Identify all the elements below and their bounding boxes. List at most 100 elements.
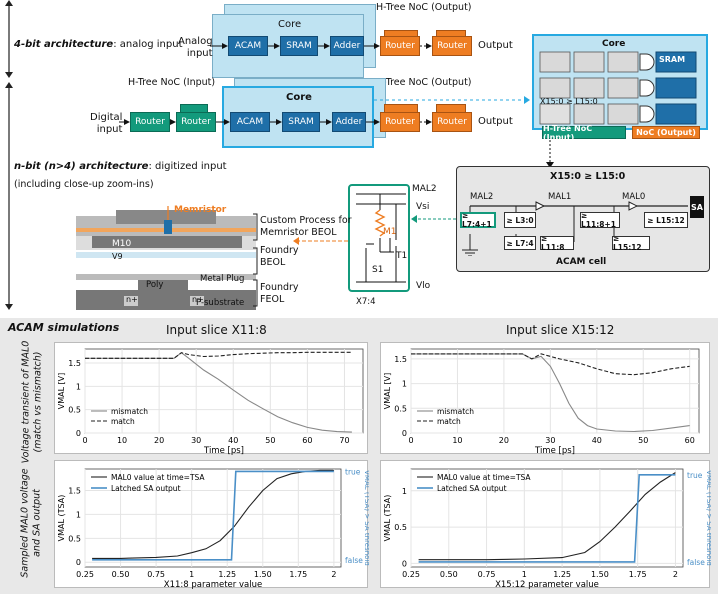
circuit-to-process-arrow (293, 237, 348, 245)
x-tick-label: 60 (685, 436, 695, 445)
zoom-cell (607, 51, 639, 73)
zoom-cell (573, 51, 605, 73)
circuit-schematic (356, 193, 406, 283)
legend-label: match (437, 417, 461, 426)
archN-router-out-2: Router (432, 112, 472, 132)
process-m10: M10 (112, 239, 132, 249)
y-tick-label: 1 (402, 487, 407, 496)
zoom-cell (539, 51, 571, 73)
y-tick-label: 0 (402, 429, 407, 438)
arch4-arrows (210, 43, 432, 49)
sim-title: ACAM simulations (8, 321, 120, 334)
acam-cmp-3: ≥ L11:8+1 (580, 211, 620, 229)
y-tick-label: 1 (402, 380, 407, 389)
archN-noc-out-label: H-Tree NoC (Output) (376, 77, 472, 88)
right-axis-label: VMAL (TSA) > SA threshold (363, 470, 369, 566)
x-tick-label: 0 (408, 436, 413, 445)
x-tick-label: 30 (191, 436, 201, 445)
y-tick-label: 0 (76, 429, 81, 438)
legend-label: MAL0 value at time=TSA (111, 473, 205, 482)
x-tick-label: 1.25 (553, 570, 571, 579)
y-axis-label: VMAL [V] (57, 373, 66, 410)
acam-title: X15:0 ≥ L15:0 (550, 171, 626, 182)
series-line-0 (418, 472, 676, 561)
legend-label: Latched SA output (437, 484, 507, 493)
process-braces (253, 213, 258, 307)
right-label-true: true (345, 467, 361, 476)
y-tick-label: 1 (76, 382, 81, 391)
series-line-0 (92, 469, 334, 559)
x-tick-label: 0.75 (478, 570, 496, 579)
x-axis-label: X15:12 parameter value (495, 580, 599, 589)
x-tick-label: 40 (592, 436, 602, 445)
acam-mal1: MAL1 (548, 192, 572, 202)
zoom-noc-out: NoC (Output) (632, 126, 700, 139)
archN-core-label: Core (286, 92, 312, 103)
archN-output-label: Output (478, 116, 513, 127)
sa-block: SA (690, 196, 704, 218)
acam-cell-label: ACAM cell (556, 257, 607, 267)
right-label-false: false (687, 558, 705, 567)
y-tick-label: 0.5 (394, 523, 407, 532)
sim-slice-1: Input slice X11:8 (166, 323, 267, 337)
arch4-router-2: Router (432, 36, 472, 56)
acam-to-circuit-arrow (411, 215, 456, 223)
zoom-noc-in: H-Tree NoC (Input) (542, 124, 626, 142)
zoom-cell (573, 103, 605, 125)
series-line-1 (85, 351, 352, 359)
x-axis-label: Time [ps] (534, 446, 575, 455)
legend-label: MAL0 value at time=TSA (437, 473, 531, 482)
zoom-and-gate (639, 79, 655, 97)
x-tick-label: 0.75 (147, 570, 165, 579)
circuit-vlo: Vlo (416, 281, 431, 291)
acam-cmp-7: ≥ L15:12 (612, 234, 650, 252)
archN-router-in-2: Router (176, 112, 216, 132)
zoom-sram-label: SRAM (659, 55, 686, 64)
series-line-1 (92, 470, 334, 561)
y-tick-label: 0.5 (68, 406, 81, 415)
series-line-1 (411, 353, 690, 376)
archN-router-in-1: Router (130, 112, 170, 132)
y-tick-label: 1.5 (68, 487, 81, 496)
legend-label: match (111, 417, 135, 426)
legend-label: Latched SA output (111, 484, 181, 493)
x-tick-label: 0.50 (440, 570, 458, 579)
x-tick-label: 10 (117, 436, 127, 445)
acam-cmp-2: ≥ L3:0 (504, 212, 536, 228)
circuit-m1: M1 (383, 227, 397, 237)
plot-area (410, 348, 700, 434)
archN-sub: (including close-up zoom-ins) (14, 179, 154, 190)
arch4-acam: ACAM (228, 36, 268, 56)
archN-arrows (119, 119, 432, 125)
circuit-s1: S1 (372, 265, 384, 275)
y-tick-label: 0.5 (394, 404, 407, 413)
right-label-true: true (687, 471, 703, 480)
right-axis-label: VMAL (TSA) > SA threshold (705, 470, 711, 566)
arch4-desc: : analog input (113, 39, 183, 50)
acam-cmp-1: ≥ L7:4+1 (460, 211, 496, 229)
x-tick-label: 10 (452, 436, 462, 445)
zoom-cell-label: X15:0 ≥ L15:0 (540, 97, 598, 106)
x-tick-label: 1 (189, 570, 194, 579)
x-tick-label: 0.50 (112, 570, 130, 579)
acam-mal0: MAL0 (622, 192, 646, 202)
arch4-sram: SRAM (280, 36, 318, 56)
archN-router-out-1: Router (380, 112, 420, 132)
y-tick-label: 0 (76, 558, 81, 567)
zoom-and-gate (639, 53, 655, 71)
zoom-core-label: Core (602, 39, 626, 49)
x-tick-label: 60 (302, 436, 312, 445)
right-label-false: false (345, 556, 363, 565)
x-tick-label: 40 (228, 436, 238, 445)
x-tick-label: 50 (638, 436, 648, 445)
archN-desc: : digitized input (148, 161, 227, 172)
archN-adder: Adder (332, 112, 366, 132)
arch4-output-label: Output (478, 40, 513, 51)
y-axis-label: VMAL [V] (383, 373, 392, 410)
